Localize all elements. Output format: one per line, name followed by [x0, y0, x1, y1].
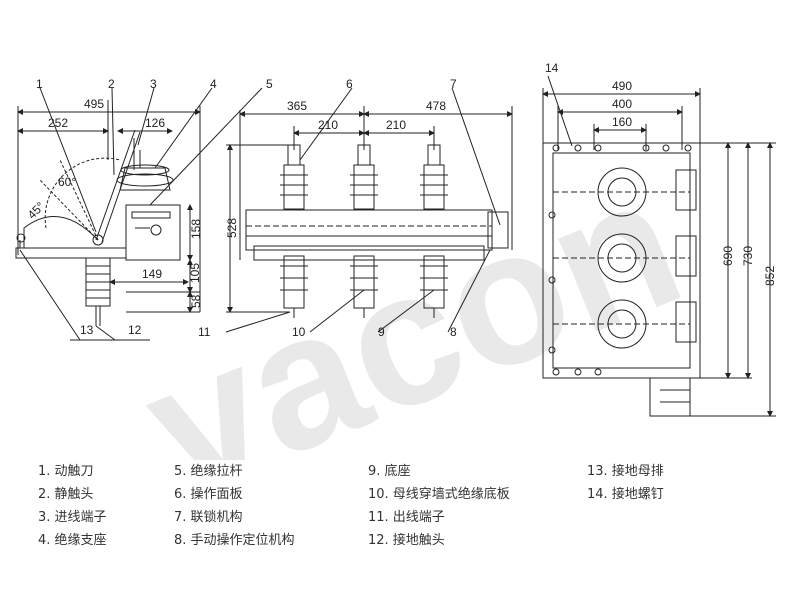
legend-item: 8. 手动操作定位机构: [174, 533, 295, 548]
legend-item: 10. 母线穿墙式绝缘底板: [368, 487, 510, 502]
plan-view: [542, 75, 776, 417]
watermark: vacon: [118, 135, 707, 460]
plan-view-dimensions: 490 400 160 690 730 852: [612, 79, 777, 286]
callout-1: 1: [36, 77, 43, 91]
callout-12: 12: [128, 323, 142, 337]
dim-252: 252: [48, 116, 68, 130]
technical-drawing: vacon: [15, 61, 777, 460]
legend-item: 11. 出线端子: [368, 510, 445, 525]
callout-7: 7: [450, 77, 457, 91]
legend-item: 2. 静触头: [38, 487, 94, 502]
dim-528: 528: [225, 218, 239, 238]
callout-labels: 1 2 3 4 5 6 7 14 13 12 11 10 9 8: [36, 61, 559, 339]
dim-58: 58: [189, 294, 203, 308]
dim-730: 730: [741, 246, 755, 266]
dim-158: 158: [189, 219, 203, 239]
dim-160: 160: [612, 115, 632, 129]
dim-490: 490: [612, 79, 632, 93]
dim-60-degrees: 60°: [58, 175, 76, 189]
legend-item: 1. 动触刀: [38, 464, 94, 479]
dim-365: 365: [287, 99, 307, 113]
legend-item: 7. 联锁机构: [174, 510, 243, 525]
dim-478: 478: [426, 99, 446, 113]
front-view-dimensions: 365 478 210 210 528: [225, 99, 446, 238]
dim-210-right: 210: [386, 118, 406, 132]
callout-13: 13: [80, 323, 94, 337]
legend-item: 13. 接地母排: [587, 464, 664, 479]
dim-149: 149: [142, 267, 162, 281]
legend-item: 12. 接地触头: [368, 533, 445, 548]
callout-14: 14: [545, 61, 559, 75]
legend-item: 5. 绝缘拉杆: [174, 464, 243, 479]
callout-4: 4: [210, 77, 217, 91]
dim-210-left: 210: [318, 118, 338, 132]
callout-8: 8: [450, 325, 457, 339]
parts-legend: 1. 动触刀 2. 静触头 3. 进线端子 4. 绝缘支座 5. 绝缘拉杆 6.…: [38, 464, 778, 554]
legend-item: 3. 进线端子: [38, 510, 107, 525]
dim-852: 852: [763, 266, 777, 286]
callout-5: 5: [266, 77, 273, 91]
callout-10: 10: [292, 325, 306, 339]
legend-item: 6. 操作面板: [174, 487, 243, 502]
callout-2: 2: [108, 77, 115, 91]
side-view: [15, 87, 263, 341]
callout-11: 11: [198, 325, 211, 339]
legend-item: 4. 绝缘支座: [38, 533, 107, 548]
dim-400: 400: [612, 97, 632, 111]
dim-45-degrees: 45°: [25, 199, 48, 222]
dim-105: 105: [188, 263, 202, 283]
dim-495: 495: [84, 97, 104, 111]
callout-6: 6: [346, 77, 353, 91]
side-view-dimensions: 495 252 126 60° 45° 158 105 149 58: [25, 97, 203, 308]
front-view: [225, 87, 513, 333]
legend-item: 14. 接地螺钉: [587, 487, 664, 502]
dim-690: 690: [721, 246, 735, 266]
legend-item: 9. 底座: [368, 464, 411, 479]
callout-9: 9: [378, 325, 385, 339]
callout-3: 3: [150, 77, 157, 91]
dim-126: 126: [145, 116, 165, 130]
